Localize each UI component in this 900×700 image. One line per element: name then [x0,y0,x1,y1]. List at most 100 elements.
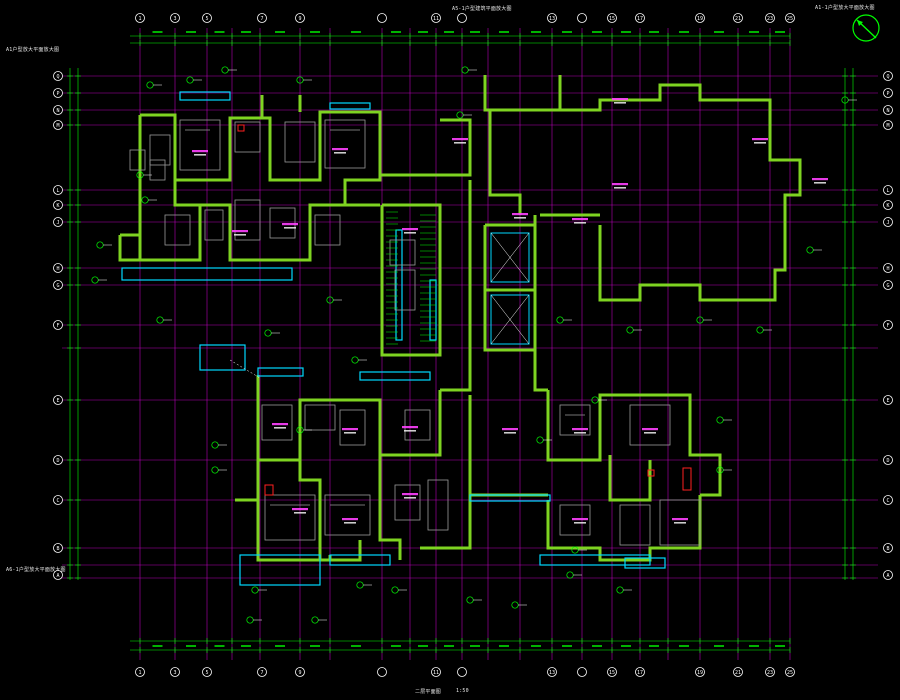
bottom-axis-bubble: 11 [431,667,441,677]
left-axis-bubble: B [53,543,63,553]
bottom-axis-bubble: 7 [257,667,267,677]
dimension-label [679,31,689,33]
axis-bubble [170,13,180,23]
dimension-label [714,31,724,33]
top-axis-bubble: 5 [202,13,212,23]
axis-bubble [577,13,587,23]
room-label [812,178,828,181]
drawing-title-top: A5-1户型建筑平面放大图 [452,6,512,12]
wall [483,223,537,352]
axis-label: G [56,283,59,289]
bottom-axis-bubble: 15 [607,667,617,677]
bottom-axis-bubble: 25 [785,667,795,677]
axis-label: 11 [433,670,439,676]
dashed-leader [229,359,261,379]
callout-bubble [351,356,359,364]
furniture-item [284,121,316,163]
axis-label: 23 [767,670,773,676]
axis-label: 21 [735,16,741,22]
room-area-label [674,522,686,524]
right-axis-bubble: E [883,395,893,405]
axis-bubble [53,217,63,227]
left-axis-bubble: Q [53,71,63,81]
top-axis-bubble: 15 [607,13,617,23]
right-axis-bubble: A [883,570,893,580]
top-axis-bubble: 19 [695,13,705,23]
axis-bubble [695,13,705,23]
top-axis-bubble: 9 [295,13,305,23]
window [469,494,551,502]
wall [256,375,442,462]
callout-bubble [211,466,219,474]
axis-label: A [56,573,59,579]
elevator-cross [490,232,530,283]
dimension-label [562,31,572,33]
axis-bubble [883,105,893,115]
dimension-label [470,645,480,647]
axis-bubble [53,263,63,273]
axis-label: 13 [549,670,555,676]
drawing-scale: 1:50 [456,688,469,694]
axis-label: E [56,398,59,404]
furniture-item [129,149,146,171]
axis-label: L [56,188,59,194]
room-label [402,228,418,231]
dimension-label [214,645,225,647]
callout-bubble [356,581,364,589]
room-label [572,518,588,521]
furniture-item [324,494,371,536]
room-label [612,183,628,186]
axis-bubble [695,667,705,677]
room-area-label [274,427,286,429]
top-axis-bubble [457,13,467,23]
left-axis-bubble: K [53,200,63,210]
dimension-label [351,31,361,33]
furniture-item [404,409,431,441]
dimension-label [592,645,602,647]
furniture-item [619,504,651,546]
wall [140,110,382,207]
axis-label: P [56,91,59,97]
left-axis-bubble: M [53,120,63,130]
callout-bubble [91,276,99,284]
axis-label: 7 [260,16,263,22]
wall [173,180,200,207]
axis-bubble [53,570,63,580]
axis-label: L [886,188,889,194]
dimension-label [775,645,785,647]
callout-bubble [461,66,469,74]
dimension-label [775,31,785,33]
callout-bubble [626,326,634,334]
callout-bubble [616,586,624,594]
bottom-axis-bubble: 5 [202,667,212,677]
right-axis-bubble: H [883,263,893,273]
axis-label: 15 [609,16,615,22]
dimension-label [444,645,454,647]
elevator-shaft [490,294,530,345]
dimension-label [749,645,759,647]
axis-label: A [886,573,889,579]
axis-bubble [202,667,212,677]
furniture-item [339,409,366,446]
room-label [672,518,688,521]
axis-label: N [56,108,59,114]
axis-bubble [53,71,63,81]
room-label [272,423,288,426]
right-axis-bubble: B [883,543,893,553]
top-axis-bubble: 13 [547,13,557,23]
axis-label: 25 [787,16,793,22]
left-axis-bubble: E [53,395,63,405]
axis-label: B [56,546,59,552]
dimension-label [714,645,724,647]
room-label [282,223,298,226]
furniture-item [559,404,591,436]
axis-bubble [607,667,617,677]
axis-bubble [607,13,617,23]
axis-bubble [883,120,893,130]
axis-label: 25 [787,670,793,676]
axis-label: D [56,458,59,464]
callout-bubble [566,571,574,579]
axis-label: 1 [138,670,141,676]
axis-bubble [53,105,63,115]
